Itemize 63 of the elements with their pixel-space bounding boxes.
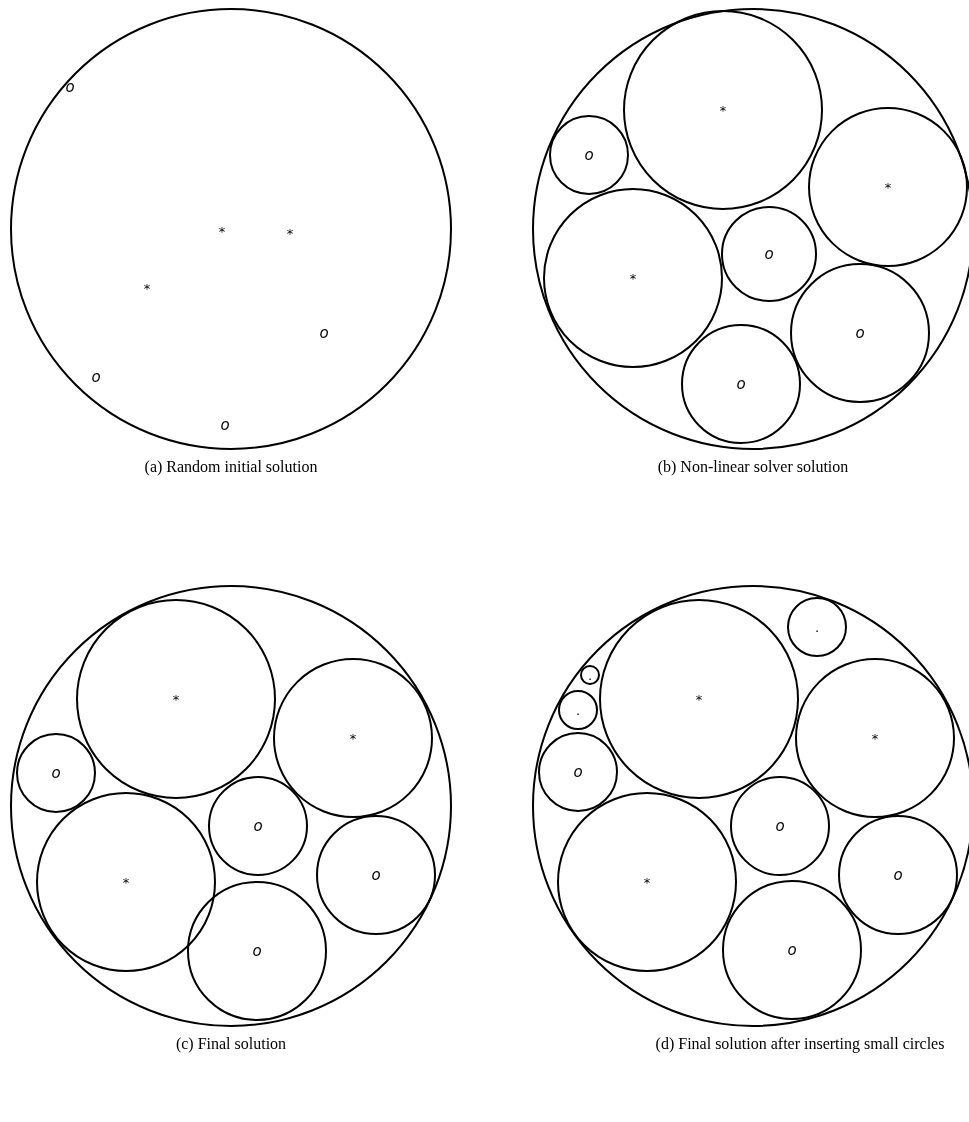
- marker-symbol: .: [587, 668, 593, 682]
- marker-symbol: *: [695, 692, 703, 706]
- marker-symbol: o: [775, 818, 785, 834]
- marker-symbol: *: [349, 731, 357, 745]
- marker-symbol: o: [893, 867, 903, 883]
- circle: [795, 658, 955, 818]
- marker-symbol: o: [252, 943, 262, 959]
- marker-symbol: o: [736, 376, 746, 392]
- circle: [187, 881, 327, 1021]
- circle: [721, 206, 817, 302]
- outer-circle: [532, 585, 969, 1027]
- marker-symbol: *: [629, 271, 637, 285]
- circle: [543, 188, 723, 368]
- marker-symbol: *: [871, 731, 879, 745]
- circle: [787, 597, 847, 657]
- node-label: (b) Non-linear solver solution: [657, 458, 849, 476]
- circle: [722, 880, 862, 1020]
- circle: [599, 599, 799, 799]
- marker-symbol: o: [319, 325, 329, 341]
- circle: [16, 733, 96, 813]
- marker-symbol: o: [253, 818, 263, 834]
- circle: [557, 792, 737, 972]
- marker-symbol: o: [91, 369, 101, 385]
- outer-circle: [10, 8, 452, 450]
- circle: [549, 115, 629, 195]
- marker-symbol: o: [787, 942, 797, 958]
- marker-symbol: *: [643, 875, 651, 889]
- marker-symbol: .: [814, 620, 820, 634]
- circle: [208, 776, 308, 876]
- circle: [790, 263, 930, 403]
- node-label: (d) Final solution after inserting small circles: [655, 1035, 945, 1053]
- marker-symbol: o: [584, 147, 594, 163]
- marker-symbol: *: [884, 180, 892, 194]
- marker-symbol: *: [218, 224, 226, 238]
- circle: [36, 792, 216, 972]
- marker-symbol: o: [855, 325, 865, 341]
- marker-symbol: o: [220, 417, 230, 433]
- marker-symbol: *: [286, 226, 294, 240]
- marker-symbol: o: [65, 79, 75, 95]
- circle: [730, 776, 830, 876]
- marker-symbol: .: [575, 703, 581, 717]
- marker-symbol: *: [172, 692, 180, 706]
- outer-circle: [10, 585, 452, 1027]
- marker-symbol: o: [51, 765, 61, 781]
- marker-symbol: *: [122, 875, 130, 889]
- outer-circle: [532, 8, 969, 450]
- marker-symbol: *: [719, 103, 727, 117]
- node-label: (c) Final solution: [175, 1035, 287, 1053]
- circle: [558, 690, 598, 730]
- marker-symbol: o: [573, 764, 583, 780]
- circle: [580, 665, 600, 685]
- circle: [838, 815, 958, 935]
- marker-symbol: o: [764, 246, 774, 262]
- node-label: (a) Random initial solution: [144, 458, 318, 476]
- circle: [623, 10, 823, 210]
- marker-symbol: *: [143, 281, 151, 295]
- circle: [273, 658, 433, 818]
- circle: [808, 107, 968, 267]
- circle: [316, 815, 436, 935]
- circle: [538, 732, 618, 812]
- marker-symbol: o: [371, 867, 381, 883]
- circle: [681, 324, 801, 444]
- circle: [76, 599, 276, 799]
